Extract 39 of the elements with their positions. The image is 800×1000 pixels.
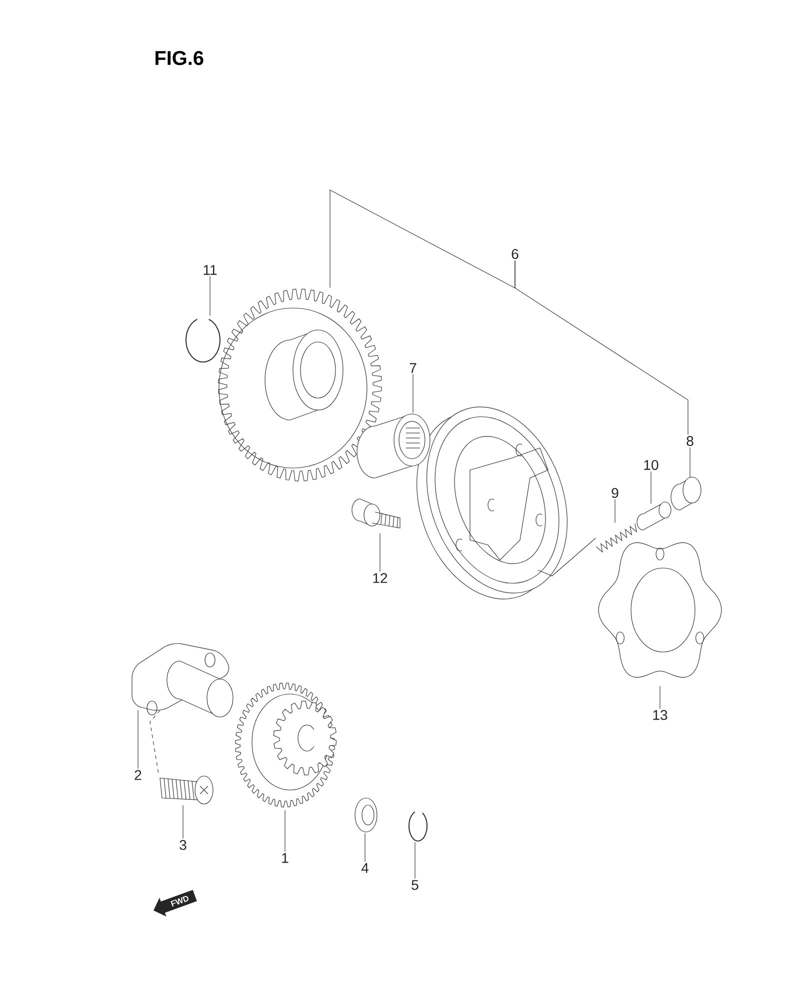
- bolt-drawing: [352, 498, 400, 528]
- leader-line: [284, 810, 286, 852]
- assembly-line: [538, 538, 596, 576]
- leader-line: [414, 842, 416, 879]
- callout-number: 6: [512, 249, 518, 259]
- leader-line: [364, 833, 366, 862]
- callout-number: 1: [282, 853, 288, 863]
- leader-line: [182, 805, 184, 839]
- callout-number: 4: [361, 863, 368, 873]
- callout-number: 12: [373, 573, 388, 583]
- roller-drawing: [670, 476, 702, 510]
- clutch-housing-drawing: [416, 406, 568, 600]
- callout-number: 3: [180, 840, 186, 850]
- callout-number: 5: [412, 880, 418, 890]
- circlip-drawing: [408, 811, 428, 842]
- screw-drawing: [160, 776, 214, 804]
- assembly-line: [514, 260, 688, 435]
- leader-line: [614, 499, 616, 523]
- gear-drawing: [218, 288, 382, 482]
- leader-line: [412, 374, 414, 413]
- shaft-drawing: [132, 643, 234, 718]
- callout-number: 2: [134, 770, 142, 780]
- plate-drawing: [598, 542, 722, 678]
- callout-number: 8: [686, 436, 694, 446]
- callout-number: 9: [612, 488, 618, 498]
- needle-bearing-drawing: [356, 414, 430, 478]
- callout-number: 13: [653, 710, 668, 720]
- washer-drawing: [354, 798, 378, 832]
- callout-number: 10: [644, 460, 658, 470]
- gear-drawing: [235, 682, 337, 808]
- leader-line: [330, 190, 516, 288]
- spring-drawing: [596, 523, 638, 553]
- snap-ring-drawing: [185, 318, 221, 363]
- pin-drawing: [636, 502, 672, 530]
- callout-number: 7: [410, 363, 416, 373]
- leader-line: [650, 471, 652, 504]
- figure-title: FIG.6: [156, 50, 204, 66]
- callout-number: 11: [204, 265, 217, 275]
- assembly-line: [150, 710, 160, 775]
